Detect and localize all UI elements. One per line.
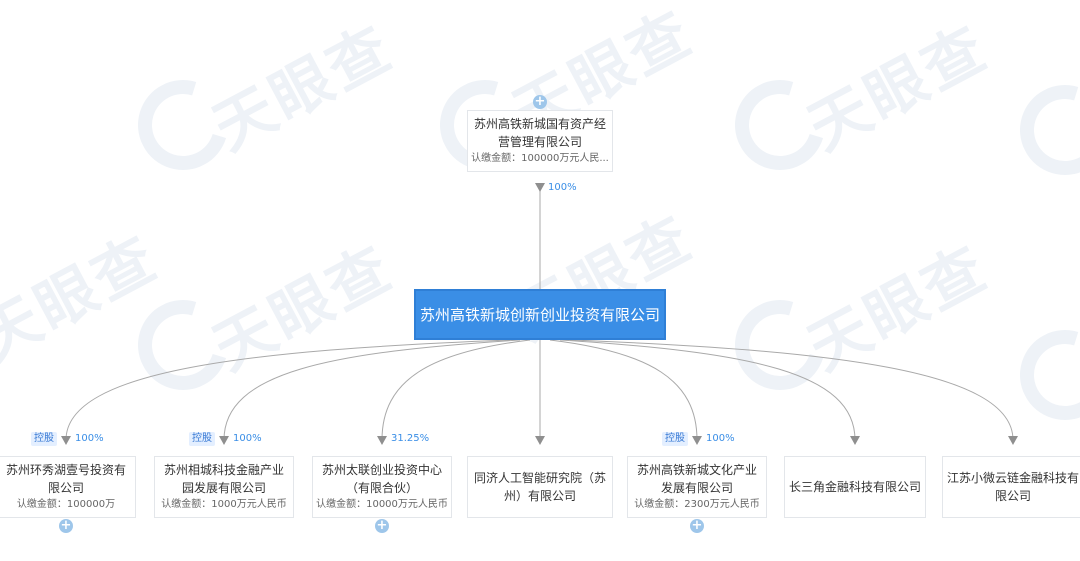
holding-tag: 控股	[189, 432, 215, 446]
expand-plus-icon[interactable]: +	[690, 518, 704, 533]
investment-node[interactable]: 苏州太联创业投资中心（有限合伙） 认缴金额：10000万元人民币	[312, 456, 452, 518]
shareholder-node[interactable]: 苏州高铁新城国有资产经营管理有限公司 认缴金额：100000万元人民...	[467, 110, 613, 172]
center-company-node[interactable]: 苏州高铁新城创新创业投资有限公司	[414, 289, 666, 340]
investment-node[interactable]: 同济人工智能研究院（苏州）有限公司	[467, 456, 613, 518]
edge-center-child-3	[381, 339, 531, 441]
arrow-child-7	[1008, 436, 1018, 445]
edge-center-child-5	[549, 339, 698, 441]
arrow-child-4	[535, 436, 545, 445]
arrow-child-5	[692, 436, 702, 445]
expand-plus-icon[interactable]: +	[533, 94, 547, 109]
investment-name: 苏州环秀湖壹号投资有限公司	[5, 463, 126, 495]
investment-node[interactable]: 江苏小微云链金融科技有限公司	[942, 456, 1080, 518]
investment-name: 长三角金融科技有限公司	[789, 480, 922, 494]
investment-name: 苏州太联创业投资中心（有限合伙）	[321, 463, 442, 495]
shareholder-name: 苏州高铁新城国有资产经营管理有限公司	[473, 117, 606, 149]
center-company-name: 苏州高铁新城创新创业投资有限公司	[419, 306, 660, 324]
investment-name: 苏州相城科技金融产业园发展有限公司	[163, 463, 284, 495]
arrow-child-1	[61, 436, 71, 445]
investment-name: 苏州高铁新城文化产业发展有限公司	[636, 463, 757, 495]
expand-plus-icon[interactable]: +	[59, 518, 73, 533]
holding-tag: 控股	[662, 432, 688, 446]
investment-amount: 认缴金额：10000万元人民币	[316, 499, 448, 510]
investment-amount: 认缴金额：2300万元人民币	[634, 499, 760, 510]
edge-center-child-7	[569, 339, 1014, 441]
shareholder-percent: 100%	[548, 182, 577, 193]
child-percent: 31.25%	[391, 433, 430, 444]
shareholder-amount: 认缴金额：100000万元人民...	[471, 153, 609, 164]
investment-amount: 认缴金额：100000万	[16, 499, 116, 510]
investment-node[interactable]: 长三角金融科技有限公司	[784, 456, 926, 518]
investment-node[interactable]: 苏州相城科技金融产业园发展有限公司 认缴金额：1000万元人民币	[154, 456, 294, 518]
child-percent: 100%	[75, 433, 104, 444]
arrow-child-2	[219, 436, 229, 445]
edge-center-child-6	[559, 339, 856, 441]
edge-center-child-1	[65, 339, 511, 441]
expand-plus-icon[interactable]: +	[375, 518, 389, 533]
arrow-parent	[535, 183, 545, 192]
arrow-child-3	[377, 436, 387, 445]
investment-node[interactable]: 苏州环秀湖壹号投资有限公司 认缴金额：100000万	[0, 456, 136, 518]
holding-tag: 控股	[31, 432, 57, 446]
arrow-child-6	[850, 436, 860, 445]
edge-center-child-2	[223, 339, 521, 441]
investment-node[interactable]: 苏州高铁新城文化产业发展有限公司 认缴金额：2300万元人民币	[627, 456, 767, 518]
investment-name: 同济人工智能研究院（苏州）有限公司	[473, 471, 606, 503]
child-percent: 100%	[706, 433, 735, 444]
child-percent: 100%	[233, 433, 262, 444]
investment-name: 江苏小微云链金融科技有限公司	[947, 471, 1080, 503]
investment-amount: 认缴金额：1000万元人民币	[161, 499, 287, 510]
